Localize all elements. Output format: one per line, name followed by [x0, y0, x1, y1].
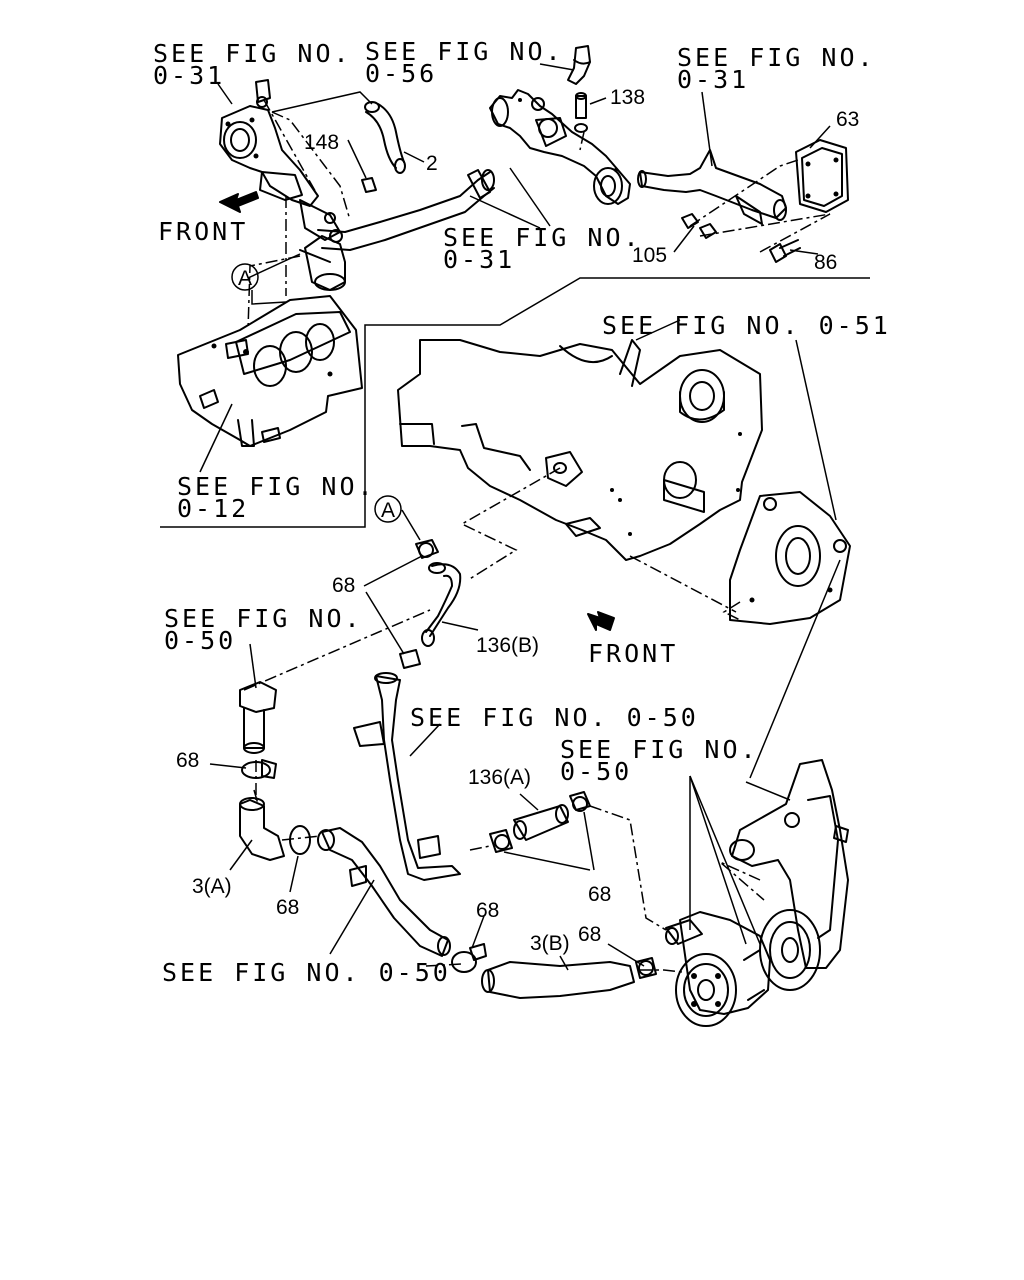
part-number-3a: 3(A) [192, 875, 232, 898]
svg-text:A: A [381, 499, 395, 522]
part-number-138: 138 [610, 86, 645, 109]
svg-text:0-50: 0-50 [560, 757, 632, 786]
part-number-105: 105 [632, 244, 667, 267]
part-number-68-d: 68 [276, 896, 299, 919]
part-number-68-c: 68 [588, 883, 611, 906]
svg-text:SEE FIG NO. 0-50: SEE FIG NO. 0-50 [410, 703, 699, 732]
ref-label-0-31-topleft: SEE FIG NO. 0-31 [153, 39, 352, 90]
connection-lines [243, 99, 831, 973]
part-number-136a: 136(A) [468, 766, 531, 789]
ref-label-0-56: SEE FIG NO. 0-56 [365, 37, 564, 88]
part-number-63: 63 [836, 108, 859, 131]
water-outlet-pipe [489, 45, 631, 205]
part-number-86: 86 [814, 251, 837, 274]
svg-text:0-31: 0-31 [153, 61, 225, 90]
marker-a-bottom: A [374, 495, 402, 523]
bypass-pipe-and-cover [637, 139, 849, 263]
part-number-68-b: 68 [176, 749, 199, 772]
svg-text:SEE FIG NO.: SEE FIG NO. [560, 735, 759, 764]
ref-label-0-50-right: SEE FIG NO. 0-50 [560, 735, 759, 786]
water-pump-assembly [665, 759, 849, 1027]
part-number-148: 148 [304, 131, 339, 154]
svg-text:SEE FIG NO.: SEE FIG NO. [153, 39, 352, 68]
part-number-68-a: 68 [332, 574, 355, 597]
part-number-3b: 3(B) [530, 932, 570, 955]
ref-label-0-31-topright: SEE FIG NO. 0-31 [677, 43, 876, 94]
engine-front-cover [397, 339, 851, 631]
svg-text:0-12: 0-12 [177, 494, 249, 523]
svg-text:SEE FIG NO.: SEE FIG NO. [164, 604, 363, 633]
svg-text:SEE FIG NO.: SEE FIG NO. [177, 472, 376, 501]
cylinder-block [177, 295, 363, 447]
svg-text:SEE FIG NO. 0-51: SEE FIG NO. 0-51 [602, 311, 891, 340]
section-dividers [160, 277, 870, 528]
leader-lines [199, 63, 841, 971]
ref-label-0-51: SEE FIG NO. 0-51 [602, 311, 891, 340]
ref-label-0-50-center: SEE FIG NO. 0-50 [410, 703, 699, 732]
svg-text:SEE FIG NO.: SEE FIG NO. [443, 223, 642, 252]
svg-text:0-31: 0-31 [443, 245, 515, 274]
hoses-and-pipes [239, 539, 657, 999]
front-label-bottom: FRONT [588, 639, 678, 668]
ref-label-0-50-bottom: SEE FIG NO. 0-50 [162, 958, 451, 987]
front-label-top: FRONT [158, 217, 248, 246]
ref-label-0-31-center: SEE FIG NO. 0-31 [443, 223, 642, 274]
ref-label-0-12: SEE FIG NO. 0-12 [177, 472, 376, 523]
marker-a-top: A [231, 263, 259, 291]
svg-text:A: A [238, 267, 252, 290]
part-number-68-e: 68 [476, 899, 499, 922]
ref-label-0-50-left: SEE FIG NO. 0-50 [164, 604, 363, 655]
thermostat-housing-assembly [219, 79, 495, 291]
svg-text:SEE FIG NO.: SEE FIG NO. [677, 43, 876, 72]
part-number-2: 2 [426, 152, 438, 175]
svg-text:0-56: 0-56 [365, 59, 437, 88]
svg-text:0-50: 0-50 [164, 626, 236, 655]
svg-text:0-31: 0-31 [677, 65, 749, 94]
part-number-136b: 136(B) [476, 634, 539, 657]
svg-text:SEE FIG NO. 0-50: SEE FIG NO. 0-50 [162, 958, 451, 987]
part-number-68-f: 68 [578, 923, 601, 946]
svg-text:SEE FIG NO.: SEE FIG NO. [365, 37, 564, 66]
